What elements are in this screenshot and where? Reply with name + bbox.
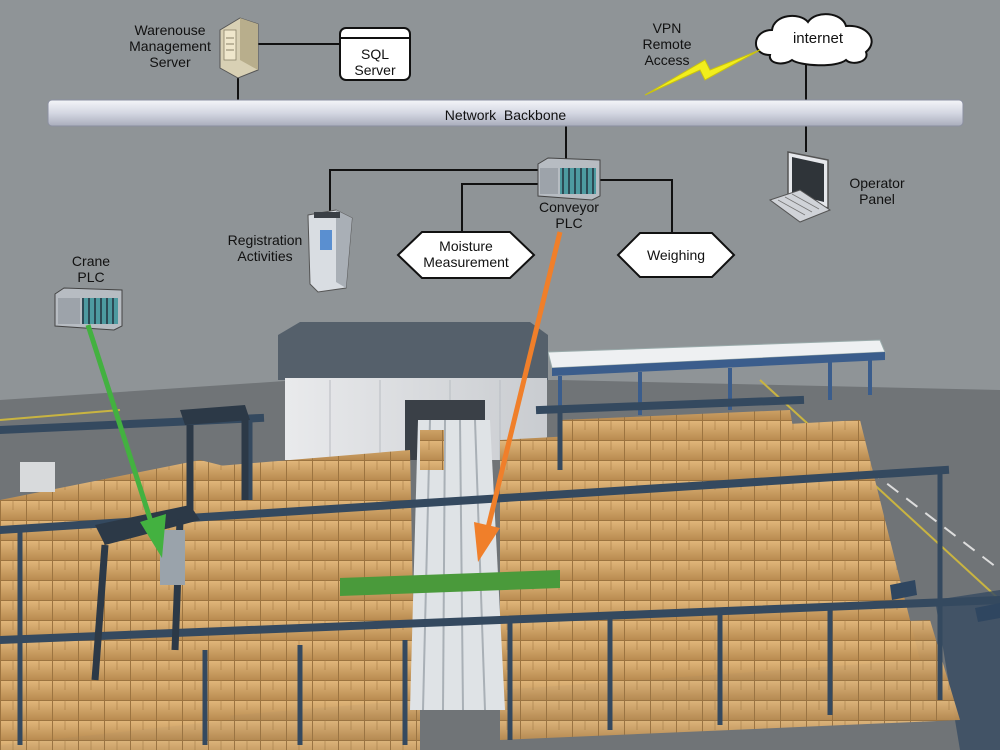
warehouse-server-label-text: Warenouse Management Server (129, 22, 211, 70)
registration-label-text: Registration Activities (227, 232, 303, 264)
weighing-node (616, 232, 736, 278)
internet-label-text: internet (792, 30, 844, 47)
sql-server-label: SQL Server (340, 46, 410, 78)
crane-plc-rack-icon (54, 287, 123, 331)
moisture-node (396, 231, 536, 279)
warehouse-scene (0, 322, 1000, 750)
operator-panel-label: Operator Panel (832, 175, 922, 207)
sql-server-label-text: SQL Server (354, 46, 396, 78)
conveyor-plc-label-text: Conveyor PLC (539, 199, 599, 231)
moisture-label-text: Moisture Measurement (423, 238, 509, 270)
registration-label: Registration Activities (212, 232, 318, 264)
server-icon (219, 17, 259, 79)
network-backbone-label-text: Network Backbone (444, 107, 567, 123)
network-backbone-label: Network Backbone (48, 104, 963, 126)
roller-conveyor (340, 419, 560, 711)
aisle-sign (890, 580, 1000, 622)
weighing-label: Weighing (622, 247, 730, 263)
sql-server-box (339, 27, 411, 81)
moisture-label: Moisture Measurement (402, 238, 530, 270)
vpn-label: VPN Remote Access (622, 20, 712, 68)
operator-panel-label-text: Operator Panel (849, 175, 905, 207)
vpn-label-text: VPN Remote Access (642, 20, 692, 68)
crane-plc-label-text: Crane PLC (71, 253, 111, 285)
monitor-icon (768, 151, 832, 223)
plc-rack-icon (537, 157, 601, 201)
link-plc-moisture (461, 183, 540, 232)
link-plc-weighing (600, 179, 673, 232)
crane-plc-label: Crane PLC (56, 253, 126, 285)
lightning-icon (644, 49, 761, 96)
conveyor-arrow (474, 231, 563, 562)
internet-label: internet (770, 31, 866, 47)
link-plc-registration (329, 169, 538, 212)
network-backbone (47, 99, 964, 127)
overhead-conveyor (547, 339, 886, 420)
steel-columns (17, 410, 943, 745)
network-links (237, 43, 807, 232)
conveyor-plc-label: Conveyor PLC (522, 199, 616, 231)
warehouse-server-label: Warenouse Management Server (116, 22, 224, 70)
floor-lane-right (935, 590, 1000, 750)
crane-arrow (85, 324, 166, 558)
cloud-icon (755, 13, 873, 67)
weighing-label-text: Weighing (646, 247, 706, 263)
scanner-kiosk-icon (307, 209, 353, 293)
